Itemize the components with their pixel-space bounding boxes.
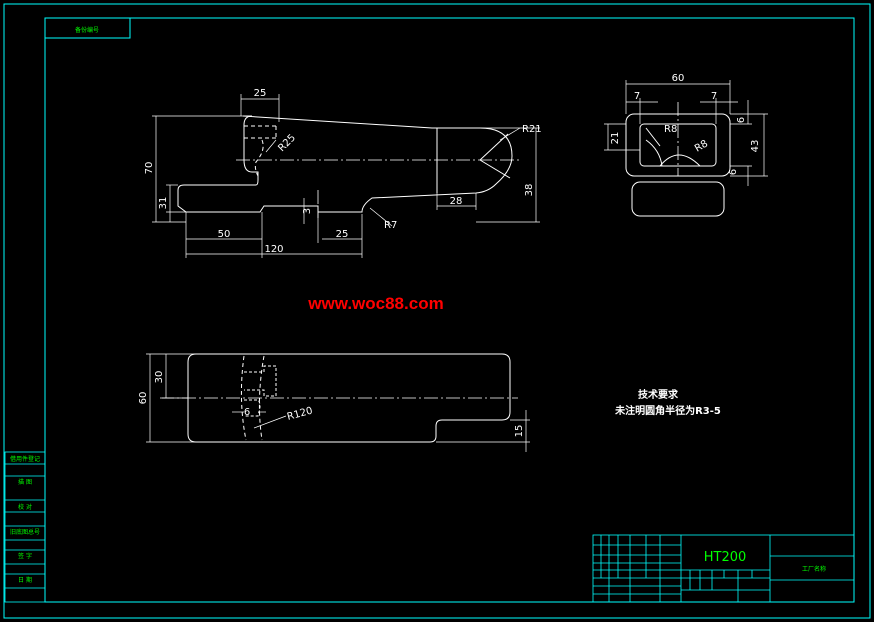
front-dim-38: 38 xyxy=(524,184,535,197)
title-block xyxy=(592,534,855,603)
side-dim-6-top: 6 xyxy=(736,117,747,123)
side-dim-21: 21 xyxy=(610,132,621,145)
front-view-dimensions xyxy=(152,94,540,258)
side-dim-7-left: 7 xyxy=(634,91,640,102)
front-dim-25-bottom: 25 xyxy=(336,229,349,240)
side-dim-r8-bottom: R8 xyxy=(693,138,710,154)
front-dim-r21: R21 xyxy=(522,124,542,135)
front-dim-120: 120 xyxy=(264,244,283,255)
top-dim-60: 60 xyxy=(138,392,149,405)
left-strip xyxy=(4,451,46,603)
top-view xyxy=(187,353,511,443)
side-dim-60: 60 xyxy=(672,73,685,84)
left-strip-item-2: 校 对 xyxy=(18,503,32,511)
top-left-box xyxy=(44,17,131,39)
front-dim-70: 70 xyxy=(144,162,155,175)
side-dim-r8-top: R8 xyxy=(664,124,677,135)
top-dim-r120: R120 xyxy=(286,406,314,423)
left-strip-item-1: 描 图 xyxy=(18,478,32,486)
left-strip-item-5: 日 期 xyxy=(18,576,32,584)
left-strip-item-0: 借用件登记 xyxy=(10,455,40,463)
top-view-dimensions xyxy=(146,353,530,452)
top-dim-30: 30 xyxy=(154,371,165,384)
tech-req-line1: 未注明圆角半径为R3-5 xyxy=(614,404,721,417)
inner-frame xyxy=(44,17,855,603)
top-left-box-label: 备份编号 xyxy=(75,26,99,34)
front-dim-25-top: 25 xyxy=(254,88,267,99)
title-block-material: HT200 xyxy=(704,550,747,565)
tech-req-title: 技术要求 xyxy=(638,388,679,401)
front-dim-r25: R25 xyxy=(276,132,298,154)
left-strip-item-3: 旧底图总号 xyxy=(10,528,40,536)
title-block-right-label: 工厂名称 xyxy=(802,565,826,573)
front-view xyxy=(177,115,513,213)
front-dim-50: 50 xyxy=(218,229,231,240)
front-dim-31: 31 xyxy=(158,197,169,210)
watermark-text: www.woc88.com xyxy=(307,294,443,313)
side-view-dimensions xyxy=(604,80,768,186)
side-dim-7-right: 7 xyxy=(711,91,717,102)
left-strip-item-4: 签 字 xyxy=(18,552,32,560)
top-dim-15: 15 xyxy=(514,425,525,438)
front-dim-28: 28 xyxy=(450,196,463,207)
top-dim-6: 6 xyxy=(244,407,250,418)
front-dim-r7: R7 xyxy=(384,220,397,231)
front-dim-3: 3 xyxy=(302,208,313,214)
outer-frame xyxy=(3,3,871,619)
front-view-centerlines xyxy=(236,159,520,218)
side-dim-43: 43 xyxy=(750,140,761,153)
side-dim-6-bottom: 6 xyxy=(728,169,739,175)
